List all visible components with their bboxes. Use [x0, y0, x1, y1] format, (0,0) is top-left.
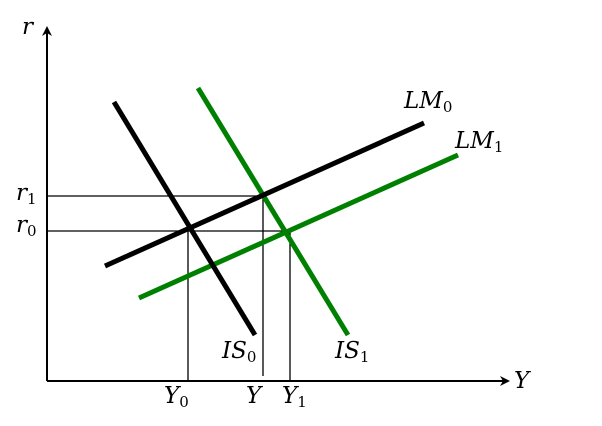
y-label: Y: [246, 383, 264, 409]
x-axis-label: Y: [514, 368, 532, 394]
y-axis-label: r: [22, 14, 35, 40]
y0-label: Y0: [164, 383, 189, 411]
lm0-curve: [103, 120, 426, 269]
is1-label: IS1: [334, 338, 369, 366]
y1-label: Y1: [282, 383, 307, 411]
lm0-label: LM0: [403, 88, 452, 116]
is0-label: IS0: [221, 338, 256, 366]
is1-curve: [195, 86, 351, 337]
r1-label: r1: [16, 180, 37, 208]
is0-curve: [111, 100, 258, 337]
lm1-curve: [137, 152, 460, 301]
r0-label: r0: [16, 212, 37, 240]
lm1-label: LM1: [454, 128, 503, 156]
